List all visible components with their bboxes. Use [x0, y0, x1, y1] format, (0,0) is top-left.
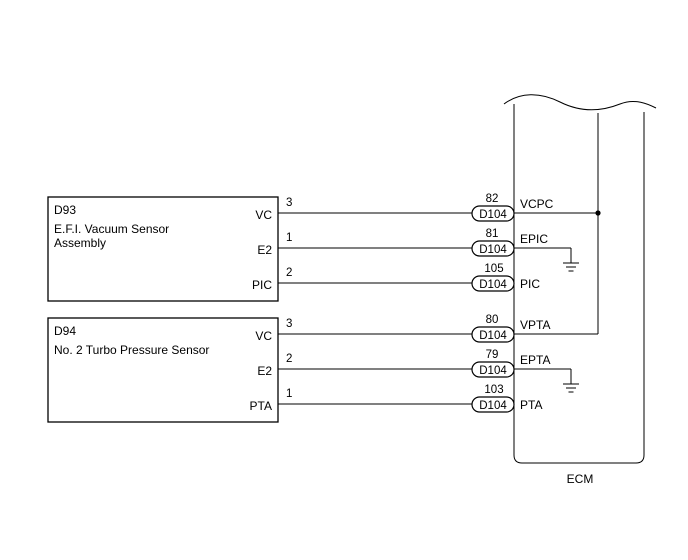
ecm-pin-81: 81: [486, 228, 499, 240]
connector-d104-vpta: [471, 326, 515, 343]
d94-terminal-pta: PTA: [250, 399, 272, 413]
d93-pin-vc: 3: [286, 197, 292, 209]
connector-d104-pta: [471, 396, 515, 413]
d94-code: D94: [54, 324, 76, 338]
connector-d104-vcpc: [471, 205, 515, 222]
connector-d104-pic: [471, 275, 515, 292]
d93-name-line1: E.F.I. Vacuum Sensor: [54, 222, 169, 236]
connector-d104-epic: [471, 240, 515, 257]
d94-terminal-vc: VC: [255, 329, 272, 343]
ecm-terminal-epta: EPTA: [520, 353, 550, 367]
ground-symbol-epic: [563, 248, 579, 272]
ecm-junction-dot: [595, 210, 601, 216]
connector-d104-epic-label: D104: [479, 244, 507, 256]
d94-terminal-e2: E2: [257, 364, 272, 378]
d93-pin-e2: 1: [286, 232, 292, 244]
d94-sensor-box: [47, 317, 279, 423]
ecm-torn-edge: [503, 94, 657, 111]
d93-terminal-pic: PIC: [252, 278, 272, 292]
d93-terminal-e2: E2: [257, 243, 272, 257]
ecm-pin-103: 103: [484, 384, 503, 396]
ecm-terminal-epic: EPIC: [520, 232, 548, 246]
ecm-pin-80: 80: [486, 314, 499, 326]
d94-pin-pta: 1: [286, 388, 292, 400]
ecm-terminal-vcpc: VCPC: [520, 197, 554, 211]
ecm-terminal-pic: PIC: [520, 277, 540, 291]
d93-code: D93: [54, 203, 76, 217]
ecm-label: ECM: [567, 472, 594, 486]
d94-pin-vc: 3: [286, 318, 292, 330]
ground-symbol-epta: [563, 369, 579, 393]
connector-d104-epta: [471, 361, 515, 378]
ecm-pin-82: 82: [486, 193, 499, 205]
connector-d104-vpta-label: D104: [479, 330, 507, 342]
connector-d104-vcpc-label: D104: [479, 209, 507, 221]
ecm-pin-105: 105: [484, 263, 503, 275]
connector-d104-epta-label: D104: [479, 365, 507, 377]
ecm-terminal-vpta: VPTA: [520, 318, 550, 332]
d93-terminal-vc: VC: [255, 208, 272, 222]
ecm-pin-79: 79: [486, 349, 499, 361]
d94-pin-e2: 2: [286, 353, 292, 365]
ecm-outline: [513, 104, 645, 464]
ecm-terminal-pta: PTA: [520, 398, 542, 412]
d93-name-line2: Assembly: [54, 236, 106, 250]
d93-sensor-box: [47, 196, 279, 302]
connector-d104-pic-label: D104: [479, 279, 507, 291]
d93-pin-pic: 2: [286, 267, 292, 279]
d94-name-line1: No. 2 Turbo Pressure Sensor: [54, 343, 209, 357]
connector-d104-pta-label: D104: [479, 400, 507, 412]
